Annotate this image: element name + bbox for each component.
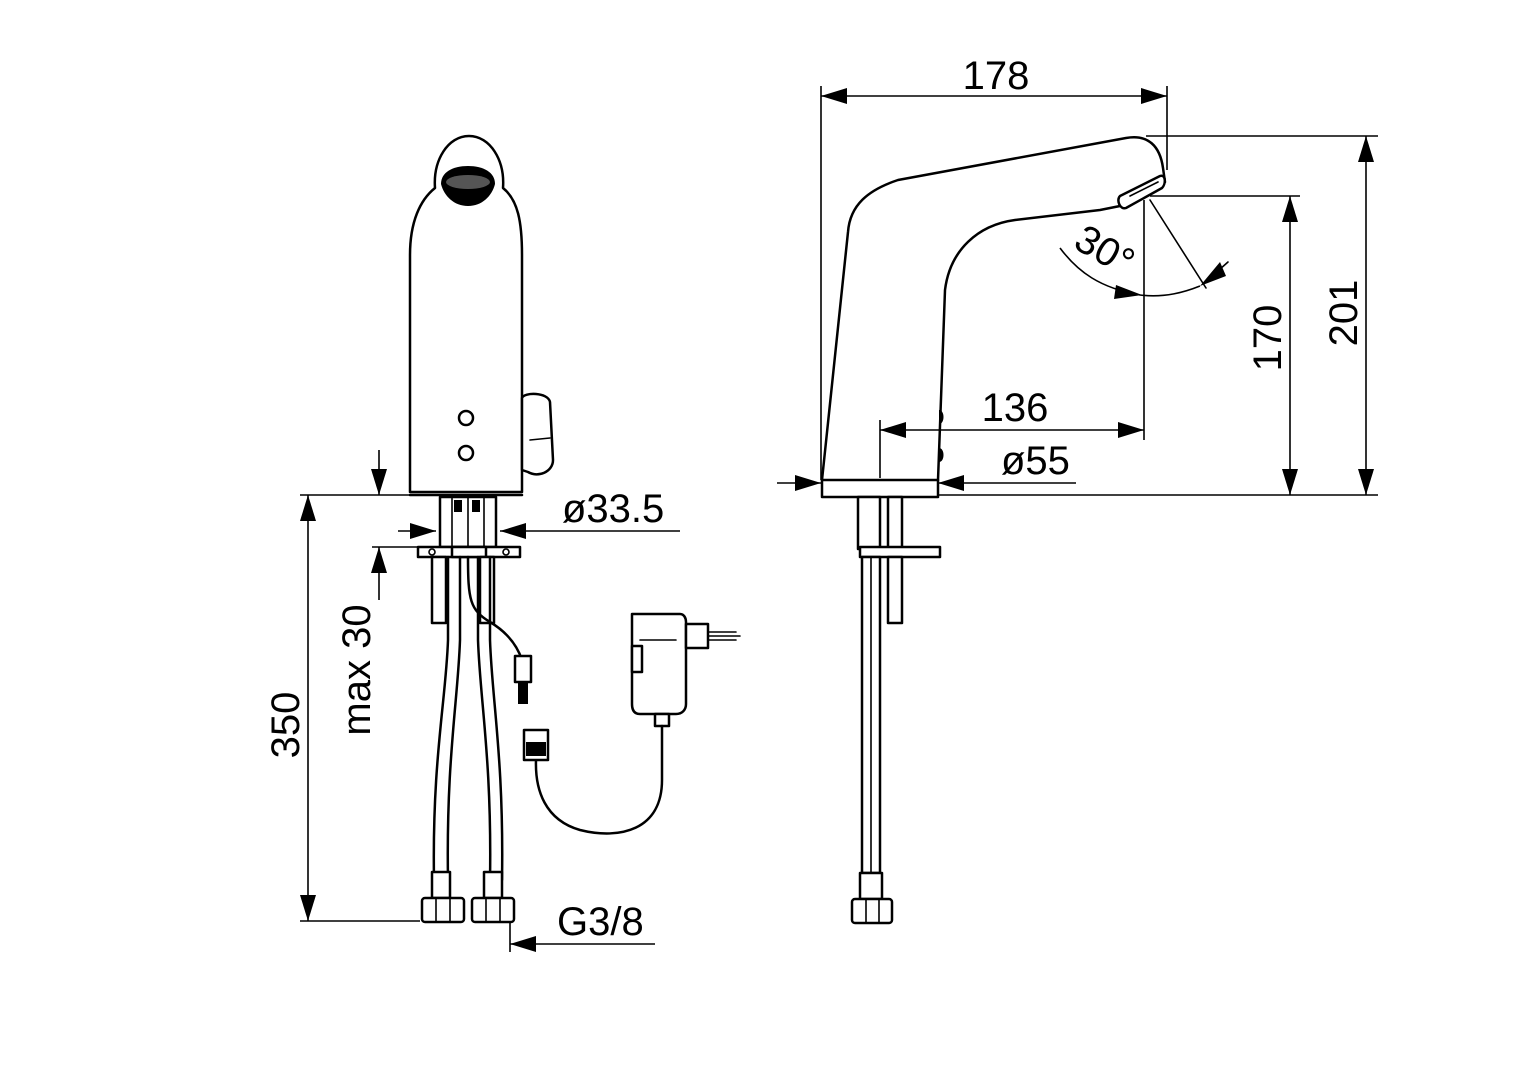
sensor-dot: [457, 409, 475, 427]
connection-nut: [420, 896, 466, 924]
dim-deck-thickness: max 30: [335, 604, 379, 735]
mounting-rod: [478, 555, 496, 625]
sensor-dot: [457, 444, 475, 462]
front-dimensions: 350 max 30 ø33.5 G3/8: [264, 450, 680, 952]
front-view: [408, 134, 741, 924]
side-connection-nut: [850, 897, 894, 925]
dim-body-diameter: ø55: [1001, 439, 1070, 483]
aerator-opening: [446, 175, 490, 189]
front-body: [408, 134, 524, 494]
mounting-rod: [430, 555, 448, 625]
dim-reach: 136: [982, 386, 1049, 430]
dim-hole-diameter: ø33.5: [562, 487, 664, 531]
power-adapter: [630, 612, 741, 728]
dim-sensor-angle: 30°: [1067, 217, 1141, 285]
side-view: [820, 135, 1167, 925]
dim-spout-height: 170: [1246, 305, 1290, 372]
hose-right: [476, 555, 492, 882]
dim-hose-length: 350: [264, 692, 308, 759]
dim-total-height: 201: [1322, 280, 1366, 347]
side-body: [820, 135, 1167, 499]
dim-width-top: 178: [963, 54, 1030, 98]
connection-nut: [470, 896, 516, 924]
side-fixing-plate: [858, 545, 942, 559]
cable-connector: [513, 654, 533, 704]
dim-connection-thread: G3/8: [557, 900, 644, 944]
sensor-cable: [466, 555, 524, 662]
hose-left: [432, 555, 450, 882]
temperature-lever: [520, 392, 555, 476]
adapter-cable: [534, 724, 664, 835]
adapter-plug: [522, 728, 550, 762]
